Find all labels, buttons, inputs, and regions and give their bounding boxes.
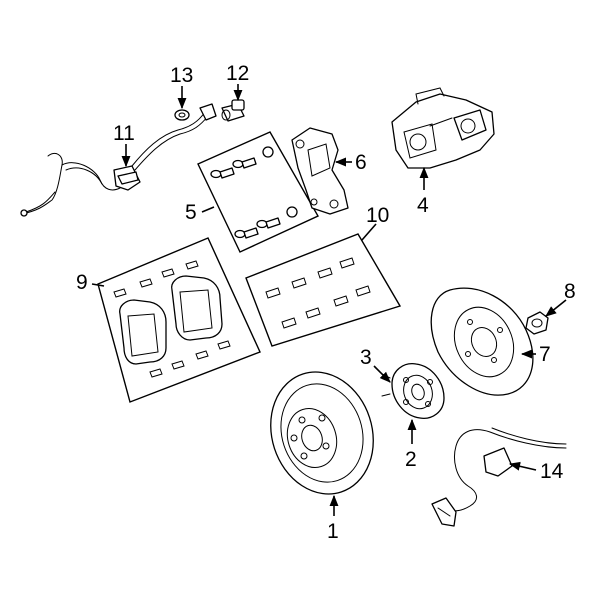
callout-1: 1 [327, 520, 339, 543]
brake-rotor [270, 371, 374, 495]
hub-bearing [381, 363, 445, 419]
callout-13: 13 [170, 64, 193, 87]
callout-5: 5 [185, 201, 197, 224]
callout-8: 8 [564, 280, 576, 303]
leader-8 [545, 299, 567, 317]
leader-5 [201, 206, 215, 213]
banjo-bolt [221, 99, 245, 122]
leader-9 [91, 283, 105, 287]
callout-4: 4 [417, 194, 429, 217]
caliper-bolt-kit [197, 131, 319, 253]
callout-7: 7 [539, 343, 551, 366]
leader-14 [508, 461, 537, 471]
brake-pad-set [97, 237, 261, 403]
leader-lines [91, 84, 567, 516]
caliper-bracket [291, 127, 349, 215]
pad-hardware-kit [245, 233, 402, 347]
callout-labels: 1 2 3 4 5 6 7 8 9 10 11 12 13 14 [76, 62, 576, 543]
wheel-speed-sensor [431, 427, 567, 527]
hose-washer [174, 109, 190, 121]
leader-3 [373, 365, 391, 383]
callout-2: 2 [405, 448, 417, 471]
callout-10: 10 [366, 204, 389, 227]
callout-14: 14 [540, 460, 564, 483]
shield-bolt [525, 311, 549, 335]
callout-6: 6 [355, 151, 367, 174]
leader-10 [361, 223, 377, 241]
dust-shield [430, 287, 534, 396]
callout-3: 3 [360, 346, 372, 369]
callout-9: 9 [76, 271, 88, 294]
brake-caliper [391, 87, 495, 169]
brake-hose-assembly [20, 103, 217, 217]
callout-11: 11 [113, 122, 135, 145]
callout-12: 12 [226, 62, 249, 85]
